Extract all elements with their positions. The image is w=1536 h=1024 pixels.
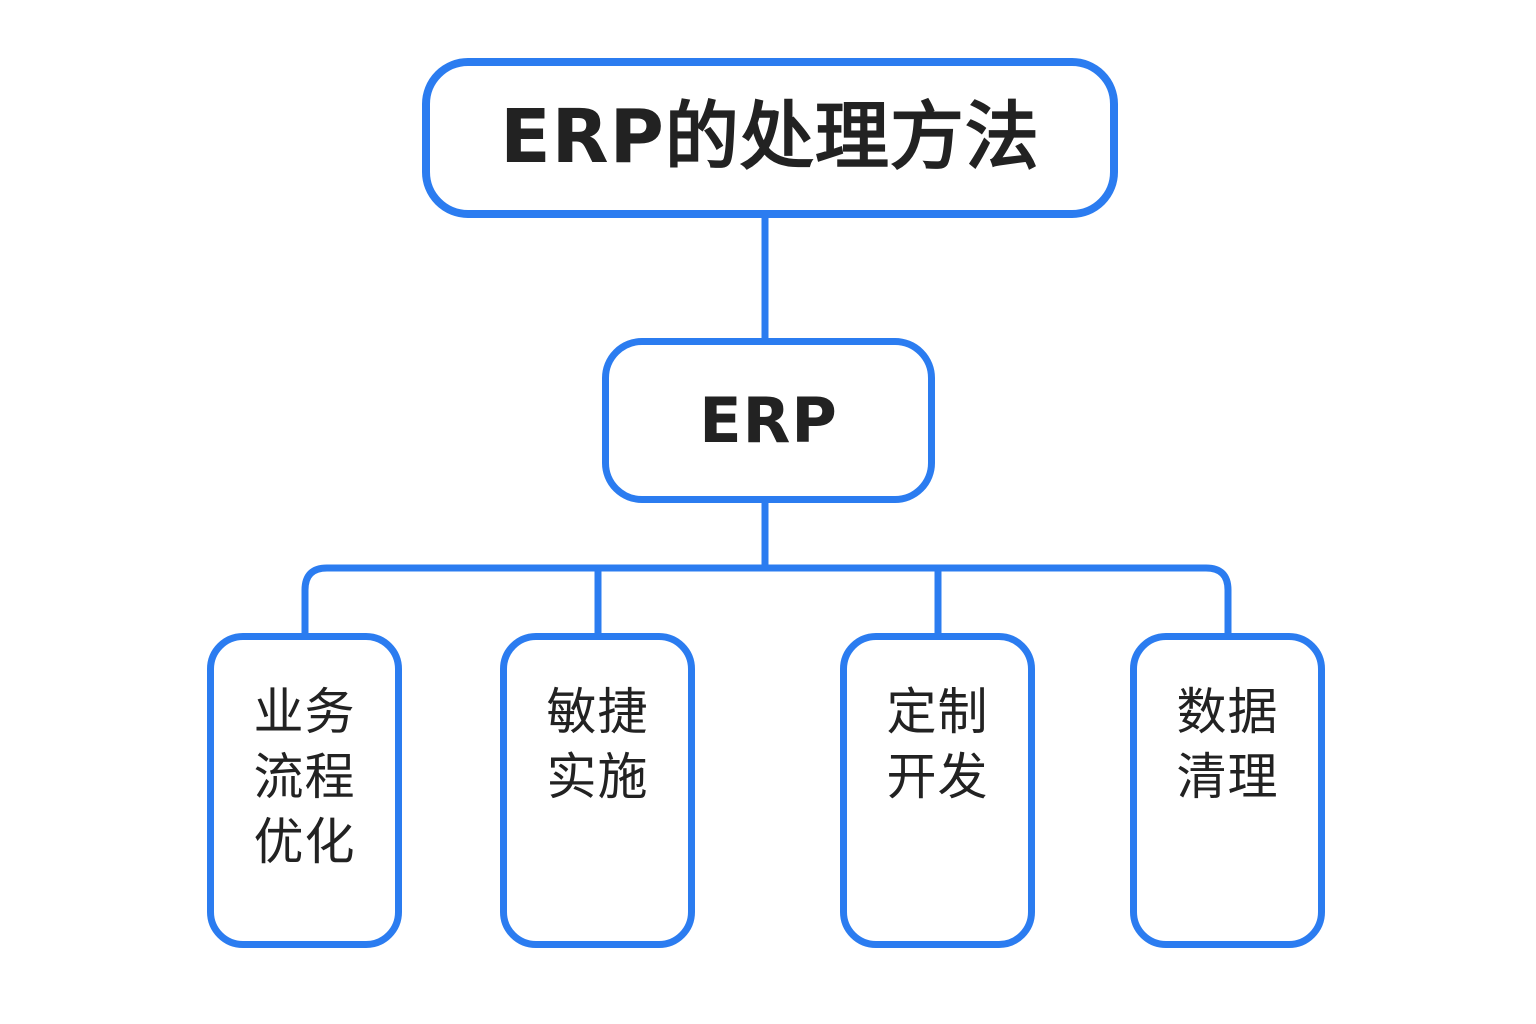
node-leaf-custom-development[interactable]: 定制开发: [840, 633, 1035, 948]
node-leaf-business-process-optimization[interactable]: 业务流程优化: [207, 633, 402, 948]
node-leaf-data-cleansing[interactable]: 数据清理: [1130, 633, 1325, 948]
node-title-label: ERP的处理方法: [500, 94, 1040, 181]
node-leaf-label: 敏捷实施: [546, 683, 649, 806]
node-erp-label: ERP: [699, 383, 838, 457]
connector-bus: [301, 564, 1232, 633]
node-title[interactable]: ERP的处理方法: [422, 58, 1118, 218]
node-leaf-label: 业务流程优化: [253, 683, 356, 871]
node-erp[interactable]: ERP: [602, 338, 935, 503]
node-leaf-agile-implementation[interactable]: 敏捷实施: [500, 633, 695, 948]
node-leaf-label: 数据清理: [1176, 683, 1279, 806]
node-leaf-label: 定制开发: [886, 683, 989, 806]
